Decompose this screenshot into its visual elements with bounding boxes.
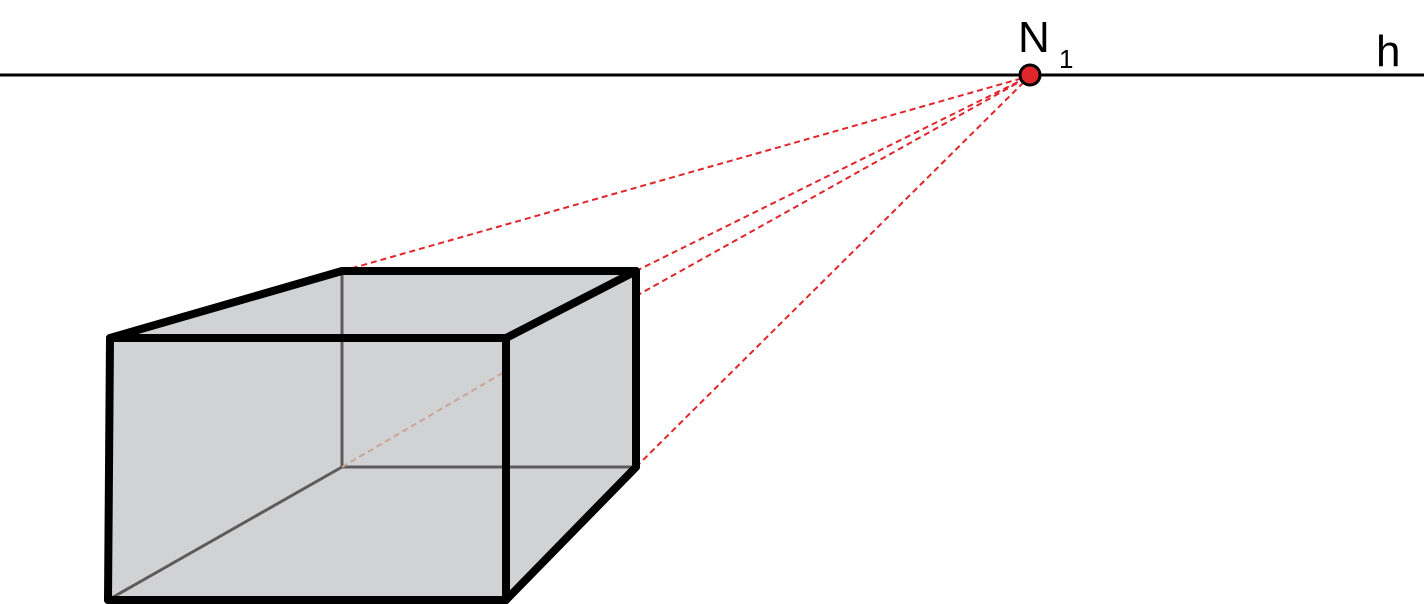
box-front-face xyxy=(108,338,506,600)
hidden-edges xyxy=(106,269,638,602)
projection-lines xyxy=(341,75,1031,468)
projection-line-top-back-left xyxy=(341,75,1031,272)
projection-line-top-back-right xyxy=(635,75,1031,272)
projection-line-bottom-back-right xyxy=(635,75,1031,468)
box-right-face xyxy=(506,271,636,600)
horizon-label: h xyxy=(1376,27,1400,76)
box-top-face xyxy=(110,271,636,338)
vanishing-point-n1 xyxy=(1018,63,1042,87)
box-front-left-edge xyxy=(104,334,114,604)
vanishing-point-subscript: 1 xyxy=(1059,44,1073,74)
vanishing-point-label: N xyxy=(1018,13,1050,62)
projection-line-front-top-right-hidden xyxy=(341,370,507,468)
projection-line-front-top-right-outside xyxy=(635,75,1031,297)
box-faces xyxy=(108,271,636,600)
visible-edges xyxy=(104,267,640,604)
box-right-bottom-edge xyxy=(502,463,640,604)
hidden-edge-bottom-left-depth xyxy=(106,465,344,602)
